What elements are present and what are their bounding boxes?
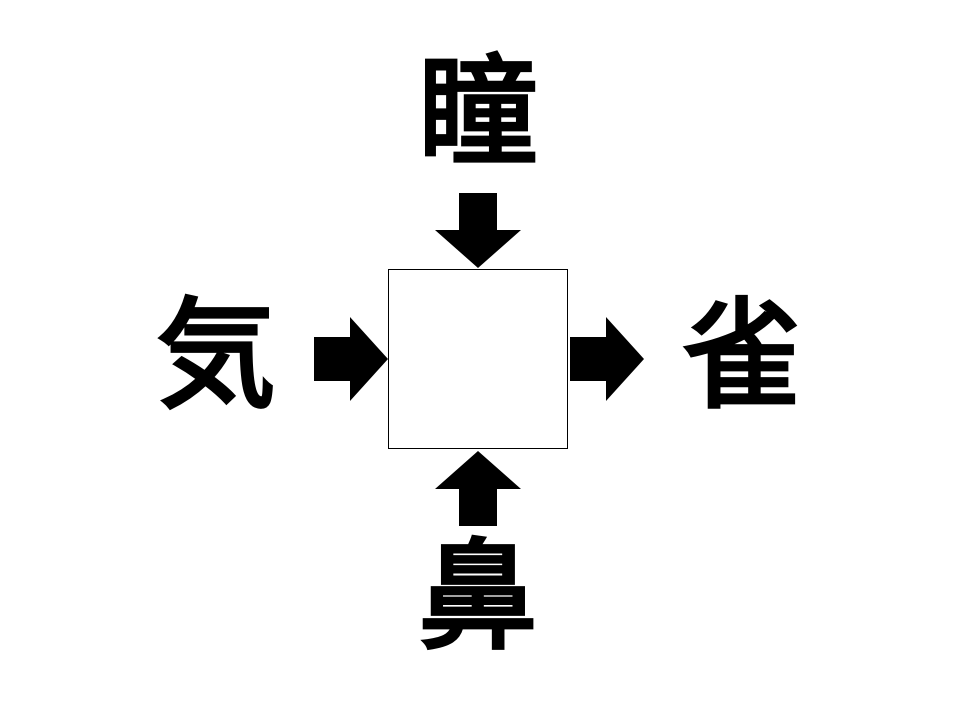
arrow-up-icon	[435, 451, 521, 526]
answer-box[interactable]	[388, 269, 568, 449]
bottom-kanji: 鼻	[418, 528, 538, 667]
arrow-right-out-icon	[570, 317, 644, 401]
arrow-down-icon	[435, 193, 521, 268]
left-kanji: 気	[156, 287, 276, 426]
right-kanji: 雀	[682, 287, 802, 426]
arrow-right-left-icon	[314, 317, 388, 401]
top-kanji: 瞳	[418, 44, 538, 183]
